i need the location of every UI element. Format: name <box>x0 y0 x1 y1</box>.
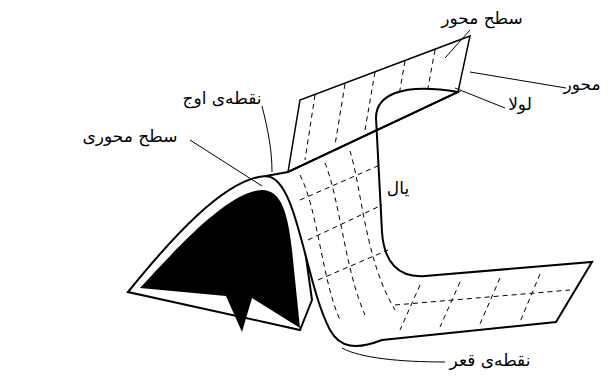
axial-surface-label: سطح محوری <box>81 126 180 146</box>
trough-label: نقطه‌ی قعر <box>448 350 533 370</box>
axis-label: محور <box>561 74 602 94</box>
limb-label: یال <box>385 178 411 198</box>
hinge-label: لولا <box>506 94 534 114</box>
axial-plane-label: سطح محور <box>439 8 525 28</box>
crest-label: نقطه‌ی اوج <box>180 88 263 108</box>
